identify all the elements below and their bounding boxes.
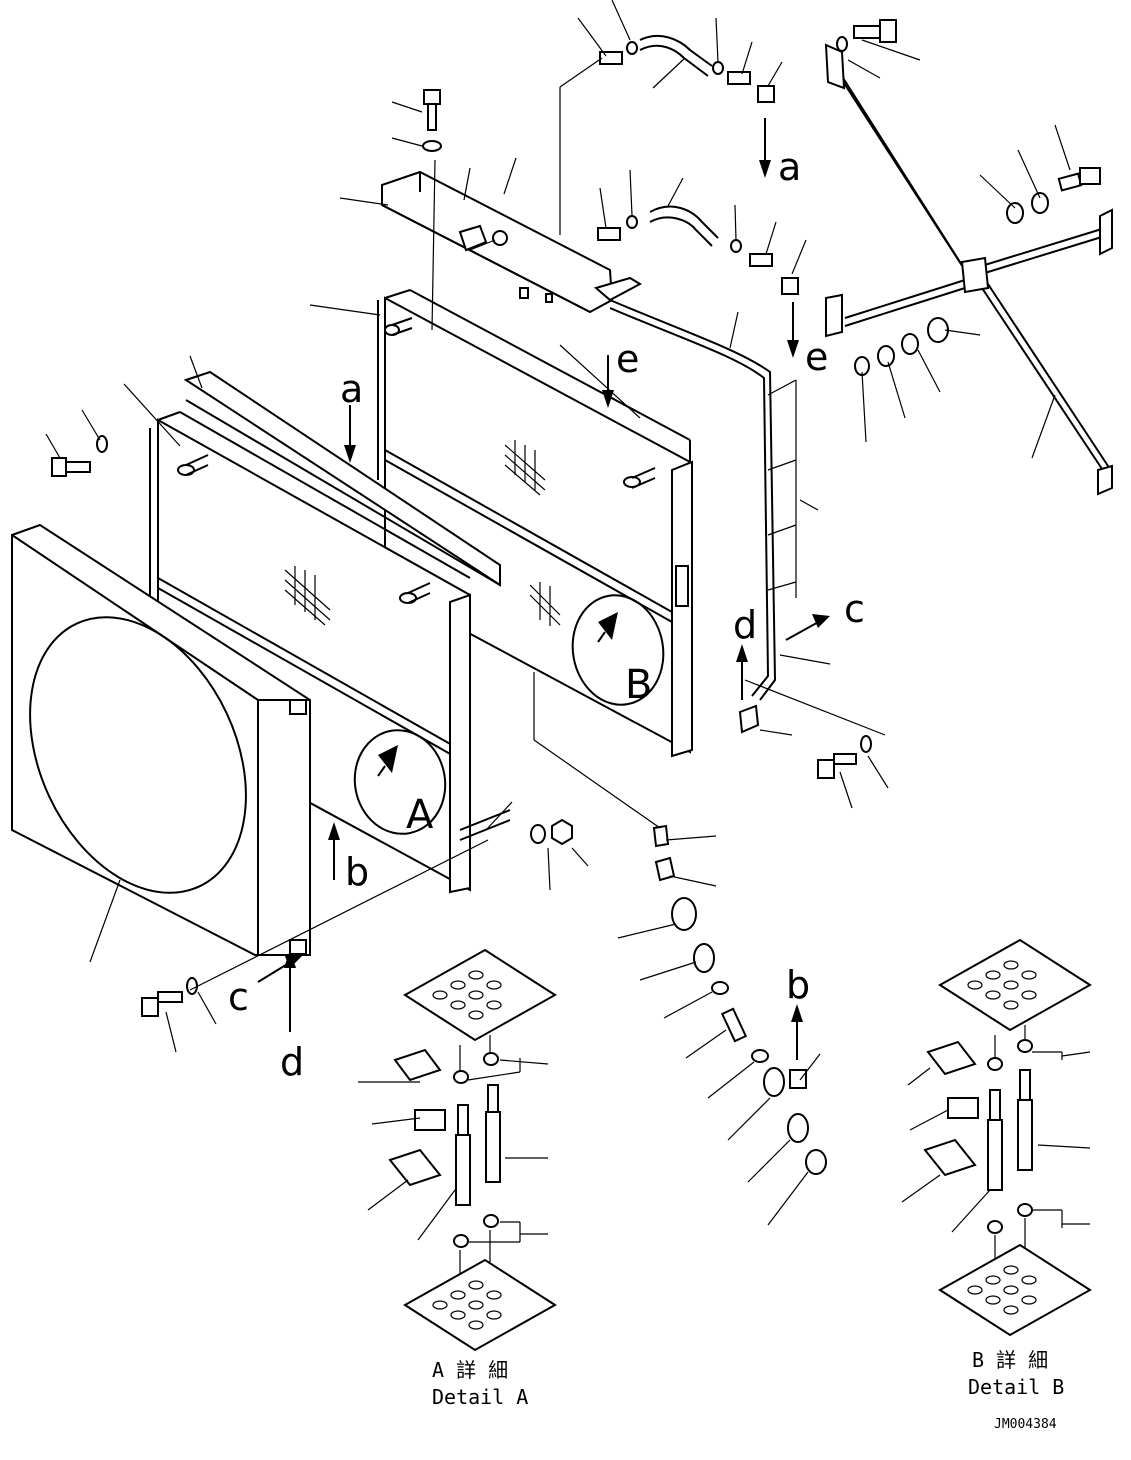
bolt-right [817, 735, 872, 779]
callout-c-right: c [844, 587, 865, 631]
right-support-rods [824, 19, 1113, 496]
lower-hose-fittings [652, 824, 827, 1175]
callout-b-right: b [786, 963, 810, 1007]
detail-b-exploded-view [923, 938, 1092, 1337]
bolt-bottom-left [141, 977, 198, 1017]
drawing-number: JM004384 [994, 1417, 1057, 1432]
callout-d-left: d [280, 1040, 304, 1084]
callout-c-left: c [228, 975, 249, 1019]
callout-b-left: b [345, 850, 369, 894]
nut-washer-center [530, 818, 573, 846]
detail-b-title-en: Detail B [968, 1375, 1064, 1399]
top-mounting-bracket [381, 170, 643, 314]
detail-marker-a: A [406, 792, 434, 838]
front-radiator-core: A [149, 370, 561, 894]
callout-a-center: a [340, 367, 363, 411]
callout-e-right: e [805, 335, 828, 379]
leader-lines [45, 0, 1091, 1275]
detail-marker-b: B [625, 662, 652, 708]
detail-a-exploded-view [388, 948, 557, 1352]
bolt-top-center [422, 89, 442, 152]
callout-a-top: a [778, 145, 801, 189]
callout-d-right: d [733, 603, 757, 647]
bolt-left [51, 435, 108, 477]
side-tube [609, 299, 797, 734]
detail-a-title-en: Detail A [432, 1385, 528, 1409]
rear-radiator-core: B [377, 289, 693, 758]
upper-hose-assembly [597, 34, 799, 295]
fan-shroud [11, 523, 311, 956]
direction-arrows [257, 118, 830, 1060]
callout-e-center: e [616, 337, 639, 381]
detail-b-title-jp: B 詳 細 [972, 1348, 1048, 1372]
detail-a-title-jp: A 詳 細 [432, 1358, 508, 1382]
